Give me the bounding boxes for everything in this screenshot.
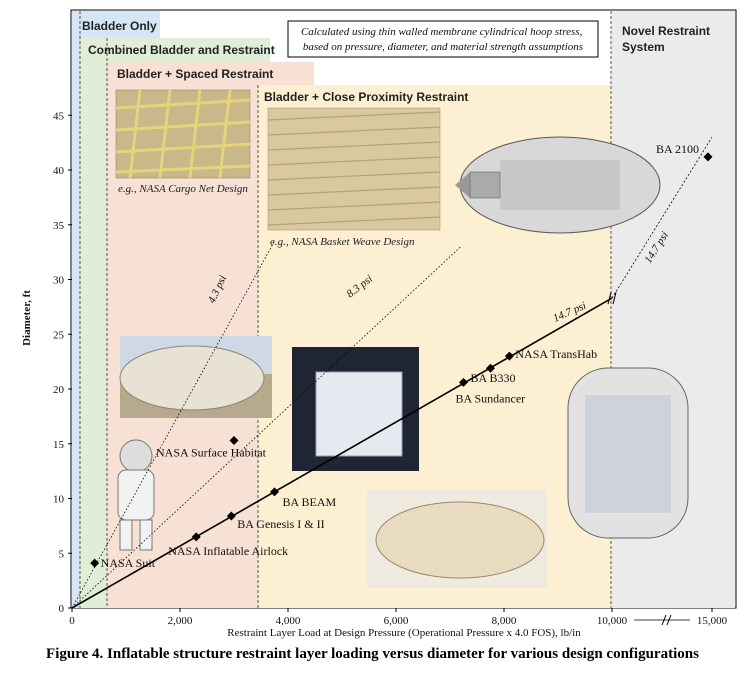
x-axis-break-mark	[666, 614, 672, 626]
y-tick-label: 0	[59, 603, 65, 615]
data-point	[226, 511, 236, 521]
airlock-photo	[367, 490, 547, 588]
x-axis-break-mark	[661, 614, 667, 626]
y-tick-label: 20	[53, 384, 65, 396]
y-tick-label: 35	[53, 220, 65, 232]
data-point	[270, 487, 279, 497]
data-point	[703, 152, 713, 162]
region-bladder-only	[72, 11, 80, 608]
chart: Bladder Only Combined Bladder and Restra…	[21, 9, 737, 639]
region-label-novel: Novel Restraint System	[622, 24, 713, 54]
pressure-line	[71, 246, 462, 609]
region-label-close-proximity: Bladder + Close Proximity Restraint	[264, 90, 468, 104]
region-label-combined: Combined Bladder and Restraint	[88, 43, 275, 57]
y-tick-label: 10	[53, 494, 65, 506]
figure-caption: Figure 4. Inflatable structure restraint…	[46, 646, 699, 662]
data-point	[90, 558, 100, 568]
data-point	[459, 377, 468, 387]
y-tick-label: 15	[53, 439, 65, 451]
region-spaced-header	[107, 62, 314, 85]
pressure-line	[611, 136, 713, 299]
region-bladder-only-header	[72, 11, 160, 38]
pressure-line	[71, 297, 613, 609]
y-tick-label: 30	[53, 275, 65, 287]
axis-ticks: 0 2,000 4,000 6,000 8,000 10,000 15,000 0 5 10 15 2…	[53, 110, 728, 627]
x-axis-label: Restraint Layer Load at Design Pressure …	[227, 627, 581, 639]
surface-habitat-photo	[119, 336, 272, 418]
region-label-spaced: Bladder + Spaced Restraint	[117, 67, 273, 81]
x-tick-label: 8,000	[492, 615, 517, 627]
point-label: BA 2100	[656, 142, 699, 156]
cargo-net-caption: e.g., NASA Cargo Net Design	[118, 183, 248, 195]
x-tick-label: 10,000	[597, 615, 628, 627]
region-label-bladder-only: Bladder Only	[82, 19, 157, 33]
x-tick-label: 4,000	[276, 615, 301, 627]
suit-image	[117, 439, 155, 551]
y-axis-label: Diameter, ft	[21, 290, 33, 346]
point-label: NASA Surface Habitat	[156, 445, 267, 459]
region-combined-header	[80, 38, 270, 62]
point-label: BA Genesis I & II	[237, 517, 324, 531]
y-tick-label: 5	[59, 548, 65, 560]
ba2100-cutaway-image	[455, 136, 661, 234]
y-tick-label: 25	[53, 329, 65, 341]
note-box	[287, 20, 599, 58]
point-label: NASA Suit	[101, 556, 156, 570]
basket-weave-photo	[267, 107, 441, 231]
x-tick-label: 6,000	[384, 615, 409, 627]
point-label: BA Sundancer	[456, 391, 526, 405]
data-point	[229, 435, 239, 445]
basket-weave-caption: e.g., NASA Basket Weave Design	[270, 236, 415, 248]
point-label: BA BEAM	[283, 495, 337, 509]
point-label: NASA Inflatable Airlock	[168, 544, 288, 558]
x-tick-label: 0	[69, 615, 75, 627]
beam-photo	[292, 347, 419, 471]
line-break-mark	[607, 291, 612, 305]
note-text: Calculated using thin walled membrane cy…	[301, 26, 585, 53]
x-tick-label: 2,000	[168, 615, 193, 627]
data-points	[90, 152, 713, 568]
cargo-net-photo	[115, 89, 251, 179]
point-label: BA B330	[471, 371, 516, 385]
data-point	[191, 532, 201, 542]
region-combined	[80, 38, 107, 608]
line-break-mark	[612, 291, 617, 305]
point-label: NASA TransHab	[515, 347, 597, 361]
data-point	[504, 351, 514, 361]
x-tick-label: 15,000	[697, 615, 728, 627]
y-tick-label: 45	[53, 110, 65, 122]
data-point	[486, 363, 495, 373]
y-tick-label: 40	[53, 165, 65, 177]
transhab-cutaway-image	[567, 367, 689, 539]
